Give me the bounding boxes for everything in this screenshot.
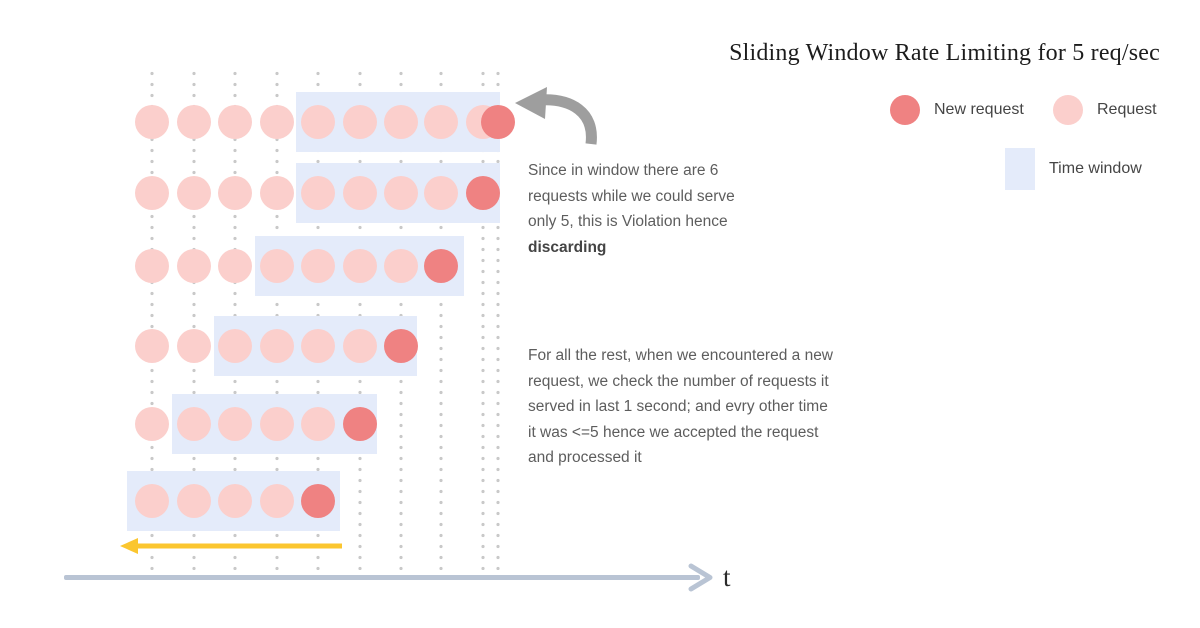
new-request-circle: [481, 105, 515, 139]
note-emphasis: discarding: [528, 238, 607, 256]
request-circle: [135, 176, 169, 210]
request-circle: [218, 484, 252, 518]
window-span-arrow: [118, 535, 346, 562]
request-circle: [260, 249, 294, 283]
request-circle: [301, 329, 335, 363]
legend-time-window-swatch-icon: [1005, 148, 1035, 190]
time-axis-arrowhead: [688, 563, 720, 598]
request-circle: [384, 176, 418, 210]
request-circle: [301, 249, 335, 283]
new-request-circle: [424, 249, 458, 283]
request-circle: [177, 407, 211, 441]
gridline-9: [496, 68, 500, 570]
new-request-circle: [384, 329, 418, 363]
accepted-note: For all the rest, when we encountered a …: [528, 343, 878, 471]
note-line-bold: discarding: [528, 235, 878, 261]
request-circle: [424, 176, 458, 210]
request-circle: [260, 484, 294, 518]
request-circle: [218, 329, 252, 363]
request-circle: [343, 176, 377, 210]
row-3: [0, 236, 700, 296]
legend-item-new-request: New request: [890, 95, 1024, 125]
note-line: For all the rest, when we encountered a …: [528, 347, 834, 364]
request-circle: [384, 105, 418, 139]
legend-request-label: Request: [1097, 101, 1157, 118]
request-circle: [177, 329, 211, 363]
new-request-circle: [466, 176, 500, 210]
new-request-circle: [343, 407, 377, 441]
request-circle: [177, 176, 211, 210]
gridline-8: [481, 68, 485, 570]
note-line: it was <=5 hence we accepted the request: [528, 423, 819, 441]
request-circle: [424, 105, 458, 139]
request-circle: [301, 407, 335, 441]
row-1: [0, 92, 700, 152]
gridline-1: [192, 68, 196, 570]
request-circle: [260, 176, 294, 210]
time-axis-label: t: [723, 562, 731, 592]
request-circle: [260, 407, 294, 441]
violation-note: Since in window there are 6 requests whil…: [528, 158, 878, 260]
request-circle: [177, 105, 211, 139]
request-circle: [135, 249, 169, 283]
legend-item-time-window: Time window: [1005, 148, 1142, 190]
request-circle: [301, 105, 335, 139]
row-4: [0, 316, 700, 376]
discard-pointer-arrow: [505, 86, 597, 153]
request-circle: [135, 105, 169, 139]
request-circle: [301, 176, 335, 210]
legend-time-window-label: Time window: [1049, 160, 1142, 177]
request-circle: [177, 484, 211, 518]
gridline-7: [439, 68, 443, 570]
note-line: requests while we could serve: [528, 187, 735, 205]
time-axis-line: [64, 575, 700, 580]
legend-new-request-dot-icon: [890, 95, 920, 125]
request-circle: [343, 329, 377, 363]
request-circle: [218, 176, 252, 210]
request-circle: [135, 407, 169, 441]
row-2: [0, 163, 700, 223]
legend-new-request-label: New request: [934, 101, 1024, 118]
request-circle: [218, 407, 252, 441]
note-line: only 5, this is Violation hence: [528, 213, 728, 230]
note-line: served in last 1 second; and evry other …: [528, 398, 828, 415]
request-circle: [260, 329, 294, 363]
request-circle: [343, 249, 377, 283]
request-circle: [135, 329, 169, 363]
legend-request-dot-icon: [1053, 95, 1083, 125]
request-circle: [218, 249, 252, 283]
legend-item-request: Request: [1053, 95, 1157, 125]
request-circle: [135, 484, 169, 518]
page-title: Sliding Window Rate Limiting for 5 req/s…: [729, 40, 1160, 66]
request-circle: [260, 105, 294, 139]
gridline-0: [150, 68, 154, 570]
request-circle: [177, 249, 211, 283]
row-6: [0, 471, 700, 531]
request-circle: [218, 105, 252, 139]
note-line: and processed it: [528, 449, 642, 466]
note-line: request, we check the number of requests…: [528, 372, 829, 390]
new-request-circle: [301, 484, 335, 518]
row-5: [0, 394, 700, 454]
note-line: Since in window there are 6: [528, 162, 719, 179]
request-circle: [343, 105, 377, 139]
request-circle: [384, 249, 418, 283]
